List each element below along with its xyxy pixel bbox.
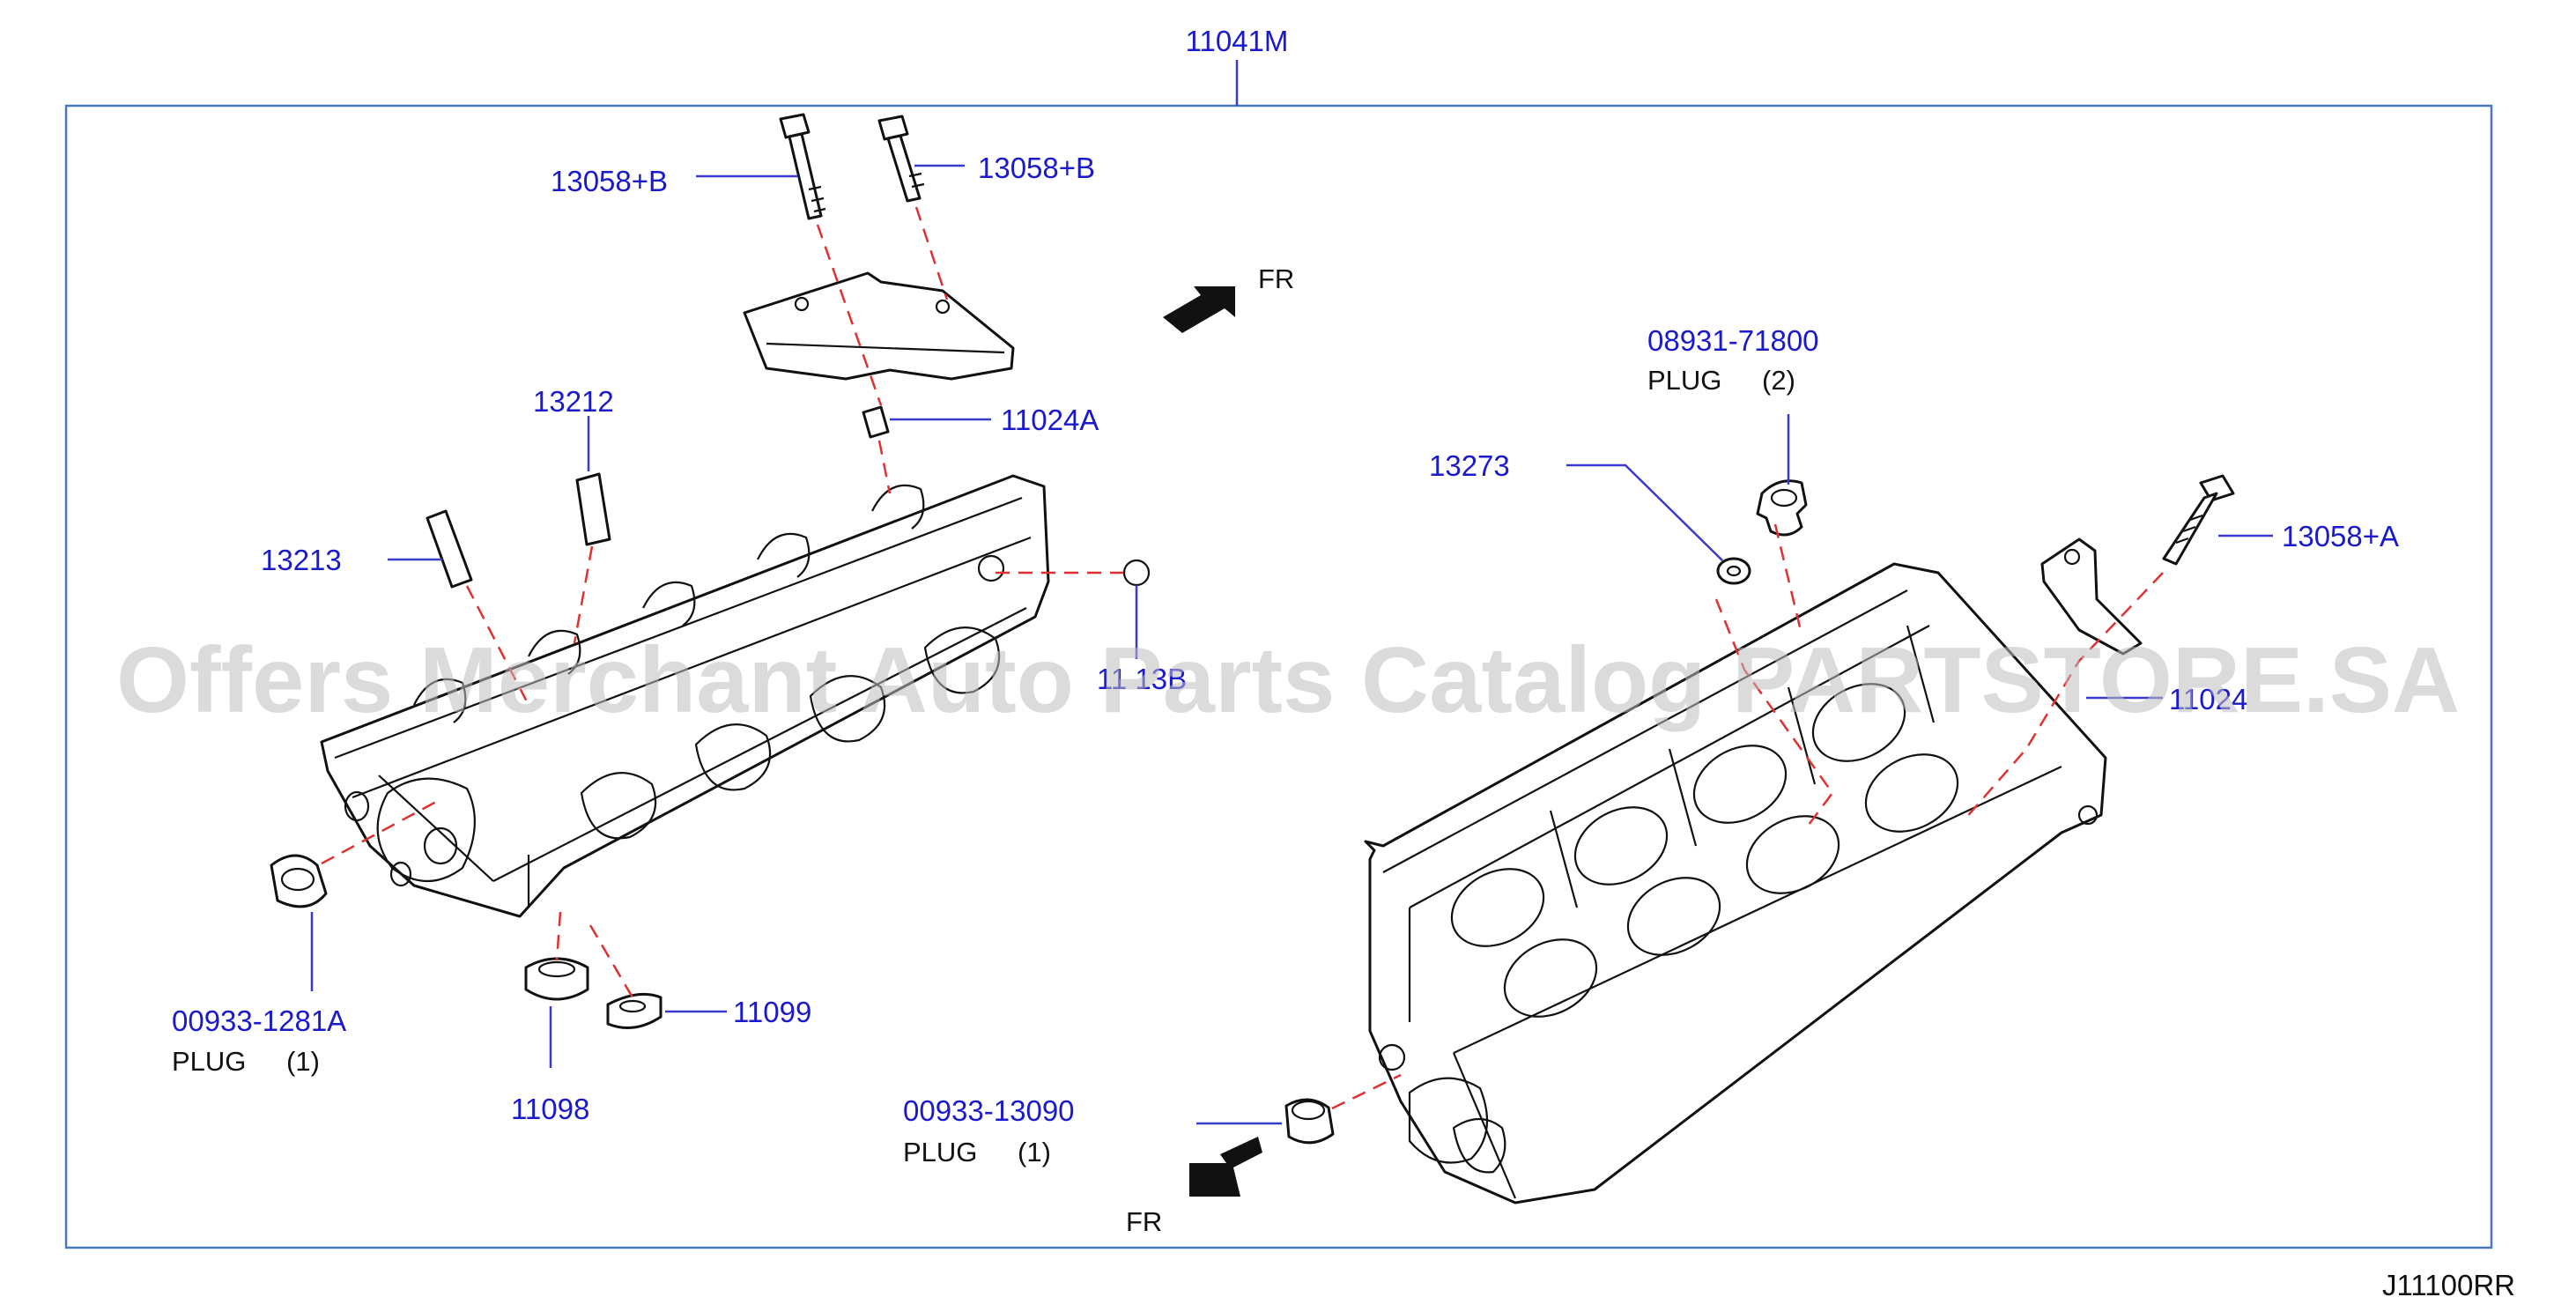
centerline [1331, 1073, 1402, 1110]
fr-label-bottom: FR [1126, 1206, 1162, 1237]
callout-13058a[interactable]: 13058+A [2282, 520, 2399, 552]
centerline [914, 206, 949, 300]
assembly-frame [64, 104, 2493, 1249]
pin-13213 [426, 509, 473, 589]
plug-08931-71800 [1756, 479, 1808, 537]
cam-bracket-right [2040, 537, 2143, 656]
callout-11098[interactable]: 11098 [511, 1093, 589, 1125]
left-cylinder-head [320, 474, 1050, 918]
qty-plug-bottom: (1) [1018, 1137, 1051, 1167]
front-direction-arrow-bottom [1189, 1137, 1262, 1197]
callout-13213[interactable]: 13213 [261, 544, 342, 576]
centerline [816, 224, 883, 406]
callout-13058b-left[interactable]: 13058+B [551, 165, 668, 197]
callout-11099[interactable]: 11099 [733, 996, 811, 1028]
fr-label-top: FR [1258, 263, 1294, 294]
plug-00933-13090 [1284, 1098, 1335, 1145]
assembly-label[interactable]: 11041M [1186, 25, 1289, 57]
seal-11098 [524, 957, 589, 1001]
leader [1566, 463, 1723, 561]
watermark: Offers Merchant Auto Parts Catalog PARTS… [116, 628, 2460, 732]
centerline [877, 440, 892, 494]
centerline [1773, 523, 1803, 635]
qty-plug-left: (1) [286, 1046, 320, 1077]
callout-11024a[interactable]: 11024A [1001, 404, 1099, 436]
bolt-13058b-right [877, 115, 925, 203]
qty-plug-right-top: (2) [1762, 365, 1795, 396]
bracket-hole [2063, 548, 2081, 566]
bolt-13058a [2162, 474, 2235, 566]
seal-11099 [606, 992, 663, 1029]
pin-13212 [575, 472, 611, 546]
callout-13212[interactable]: 13212 [533, 385, 614, 418]
callout-11113b-partial[interactable]: 11 13B [1097, 663, 1187, 695]
centerline [555, 911, 562, 961]
callout-13273[interactable]: 13273 [1429, 449, 1510, 482]
front-direction-arrow [1163, 286, 1235, 333]
desc-plug-left: PLUG [172, 1046, 246, 1077]
plug-00933-1281a [270, 854, 328, 908]
right-cylinder-head [1364, 562, 2107, 1205]
cam-bracket [743, 271, 1015, 381]
washer-13273 [1716, 557, 1751, 585]
callout-00933-1281a[interactable]: 00933-1281A [172, 1004, 346, 1037]
centerline [1964, 572, 2164, 820]
diagram-code: J11100RR [2382, 1269, 2515, 1301]
desc-plug-bottom: PLUG [903, 1137, 977, 1167]
desc-plug-right-top: PLUG [1647, 365, 1721, 396]
callout-08931-71800[interactable]: 08931-71800 [1647, 324, 1819, 357]
centerline [588, 924, 634, 998]
callout-11024-partial[interactable]: 11024 [2169, 683, 2247, 715]
bolt-13058b-left [779, 113, 826, 220]
centerline [573, 545, 594, 644]
callout-00933-13090[interactable]: 00933-13090 [903, 1094, 1075, 1127]
callout-13058b-right[interactable]: 13058+B [978, 152, 1095, 184]
plug-11113b [1122, 559, 1151, 587]
dowel-11024a [862, 405, 890, 439]
